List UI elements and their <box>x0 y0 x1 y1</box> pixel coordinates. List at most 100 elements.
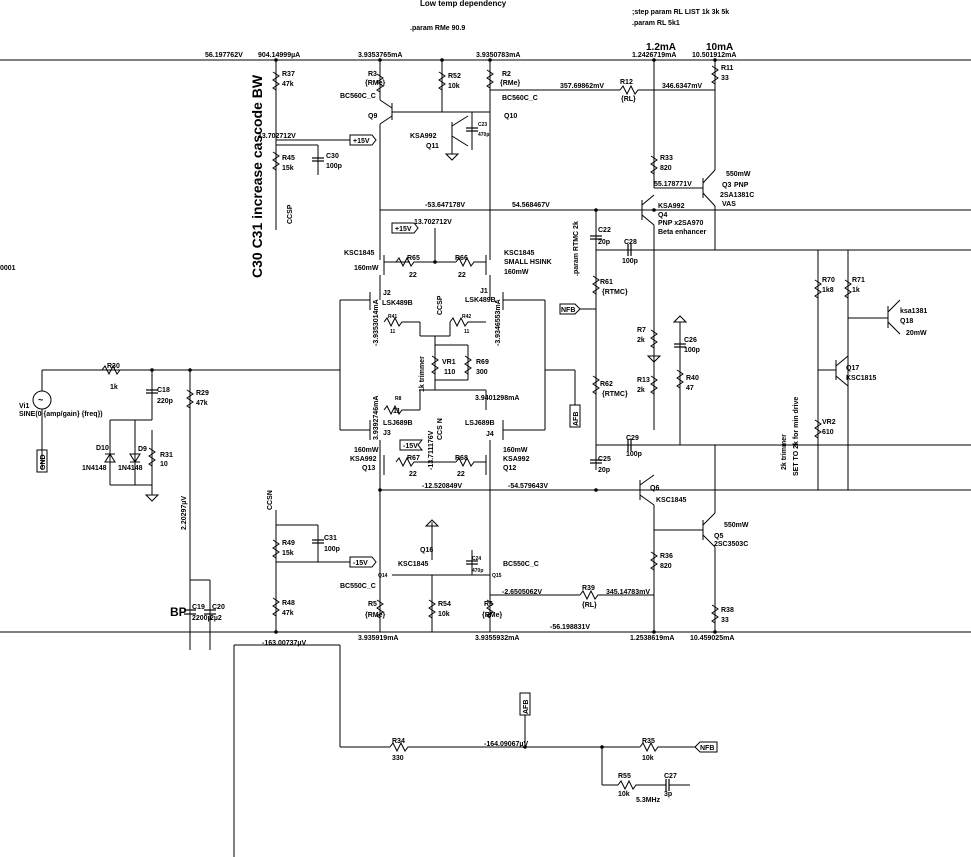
r55-name: R55 <box>618 773 631 780</box>
r8-name: R8 <box>395 396 402 402</box>
vr1-trimmer: 1k trimmer <box>419 356 426 392</box>
r30-value: 1k <box>110 384 118 391</box>
c29-value: 100p <box>626 451 642 458</box>
r3-body <box>376 73 384 93</box>
neg15-flag-2 <box>349 556 377 568</box>
gnd-r7 <box>646 355 662 363</box>
v-neg164: -164.09067µV <box>484 741 528 748</box>
r6-name: R6 <box>484 601 493 608</box>
r11-name: R11 <box>721 65 734 72</box>
r69-name: R69 <box>476 359 489 366</box>
vr2-trimmer: 2k trimmer <box>781 434 788 470</box>
r45-value: 15k <box>282 165 294 172</box>
i-q3b: 10.501912mA <box>692 52 736 59</box>
r68-body <box>455 456 486 468</box>
v-top-left: 56.197762V <box>205 52 243 59</box>
r40-value: 47 <box>686 385 694 392</box>
edge-label: 0001 <box>0 265 16 272</box>
r34-name: R34 <box>392 738 405 745</box>
r65-body <box>395 256 456 268</box>
r70-name: R70 <box>822 277 835 284</box>
r45-name: R45 <box>282 155 295 162</box>
r7-value: 2k <box>637 337 645 344</box>
vr2-value: 610 <box>822 429 834 436</box>
v-r39-left: -2.6505062V <box>502 589 542 596</box>
d10-name: D10 <box>96 445 109 452</box>
d10-type: 1N4148 <box>82 465 107 472</box>
i-q5: 1.2538619mA <box>630 635 674 642</box>
c18-value: 220p <box>157 398 173 405</box>
c30-name: C30 <box>326 153 339 160</box>
r33-value: 820 <box>660 165 672 172</box>
q5-power: 550mW <box>724 522 749 529</box>
v-c20: 2.20297µV <box>181 496 188 530</box>
gnd-r31 <box>144 494 160 502</box>
r30-name: R30 <box>107 363 120 370</box>
small-hsink: SMALL HSINK <box>504 259 552 266</box>
j1-type: LSK489B <box>465 297 496 304</box>
r52-body <box>438 71 446 91</box>
r68-name: R68 <box>455 455 468 462</box>
q16-name: Q16 <box>420 547 433 554</box>
r48-body <box>272 597 280 617</box>
arrow-q16 <box>424 519 440 527</box>
pos15-label-2: +15V <box>395 226 412 233</box>
q18-type: ksa1381 <box>900 308 927 315</box>
r39-value: {RL} <box>582 602 597 609</box>
j3-name: J3 <box>383 430 391 437</box>
p160-a: 160mW <box>354 265 379 272</box>
nfb-label-1: NFB <box>561 307 575 314</box>
i-q3: 1.2426719mA <box>632 52 676 59</box>
r31-body <box>148 447 156 467</box>
r41-body <box>383 316 420 328</box>
pnp-label: PNP <box>734 182 749 189</box>
c24-value: 470p <box>472 568 483 574</box>
i-r3: 3.9353765mA <box>358 52 402 59</box>
r40-body <box>676 369 684 389</box>
v-j1: -3.9346553mA <box>495 299 502 346</box>
r7-body <box>650 329 658 349</box>
q15-type: BC550C_C <box>503 561 539 568</box>
r33-body <box>650 155 658 175</box>
c30-value: 100p <box>326 163 342 170</box>
v-r39-right: 345.14783mV <box>606 589 650 596</box>
d10-diode <box>104 453 116 463</box>
freq-label: 5.3MHz <box>636 797 661 804</box>
vi1-value: SINE(0 {amp/gain} {freq}) <box>19 411 103 418</box>
i-top-left: 904.14999µA <box>258 52 300 59</box>
r42-name: R42 <box>462 314 471 320</box>
q17-name: Q17 <box>846 365 859 372</box>
p160-b: 160mW <box>504 269 529 276</box>
ksc1845-a: KSC1845 <box>344 250 374 257</box>
r2-body <box>486 69 494 89</box>
v-r12-right: 346.6347mV <box>662 83 702 90</box>
r5-value: {RMe} <box>365 612 386 619</box>
r11-body <box>711 65 719 85</box>
j2-type: LSK489B <box>382 300 413 307</box>
i-r2: 3.9350783mA <box>476 52 520 59</box>
i-r5: 3.935919mA <box>358 635 398 642</box>
r41-name: R41 <box>388 314 397 320</box>
neg15-label-1: -15V <box>403 443 418 450</box>
r29-value: 47k <box>196 400 208 407</box>
r5-body <box>376 599 384 619</box>
vr2-name: VR2 <box>822 419 836 426</box>
q6-name: Q6 <box>650 485 659 492</box>
j3-type: LSJ689B <box>383 420 413 427</box>
r66-name: R66 <box>455 255 468 262</box>
vr2-body <box>814 419 822 439</box>
current-label-2: 10mA <box>706 42 733 53</box>
ccsn-label: CCSN <box>267 490 274 510</box>
r62-name: R62 <box>600 381 613 388</box>
r67-name: R67 <box>407 455 420 462</box>
vr1-value: 110 <box>444 369 455 376</box>
c23-value: 470p <box>478 132 489 138</box>
c22-name: C22 <box>598 227 611 234</box>
r61-body <box>592 275 600 295</box>
c25-value: 20p <box>598 467 610 474</box>
gnd-label: GND <box>40 454 47 470</box>
ksc1845-b: KSC1845 <box>504 250 534 257</box>
r12-body <box>619 84 715 96</box>
q18-power: 20mW <box>906 330 927 337</box>
param-rme: .param RMe 90.9 <box>410 25 465 32</box>
